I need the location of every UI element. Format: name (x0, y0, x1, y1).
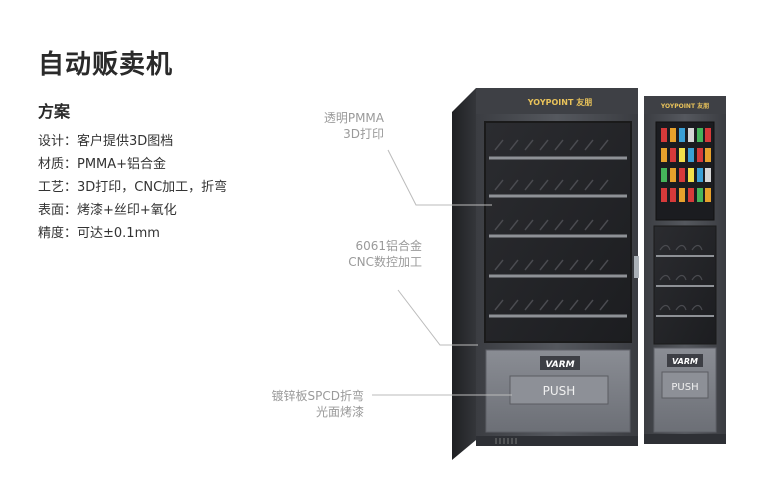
left-shelves (489, 156, 627, 318)
spec-precision: 精度：可达±0.1mm (38, 226, 160, 241)
right-brand-logo: YOYPOINT 友朋 (660, 102, 709, 110)
spec-list: 设计：客户提供3D图档 材质：PMMA+铝合金 工艺：3D打印，CNC加工，折弯… (38, 130, 248, 245)
callout-pmma-line1: 透明PMMA (323, 111, 384, 125)
callout-alu-line1: 6061铝合金 (355, 239, 422, 253)
alu-leader (397, 289, 478, 346)
right-badge: VARM (672, 357, 698, 366)
callout-pmma-line2: 3D打印 (343, 127, 384, 141)
screen-products (661, 128, 711, 202)
pmma-leader (387, 149, 492, 206)
left-push-flap (509, 375, 609, 405)
spec-design: 设计：客户提供3D图档 (38, 134, 174, 149)
scheme-heading: 方案 (38, 102, 71, 121)
left-badge-box (540, 356, 580, 370)
right-badge-box (667, 354, 703, 367)
spec-process: 工艺：3D打印，CNC加工，折弯 (38, 180, 228, 195)
spec-material: 材质：PMMA+铝合金 (38, 157, 167, 172)
callout-steel-line1: 镀锌板SPCD折弯 (271, 389, 364, 403)
callout-pmma: 透明PMMA 3D打印 (292, 110, 384, 142)
callout-steel: 镀锌板SPCD折弯 光面烤漆 (240, 388, 364, 420)
left-brand-logo: YOYPOINT 友朋 (527, 97, 592, 107)
spec-surface: 表面：烤漆+丝印+氧化 (38, 203, 177, 218)
left-badge: VARM (545, 360, 574, 370)
callout-aluminum: 6061铝合金 CNC数控加工 (312, 238, 422, 270)
left-handle (634, 256, 639, 278)
page-title: 自动贩卖机 (38, 50, 174, 80)
callout-alu-line2: CNC数控加工 (348, 255, 422, 269)
left-cabinet-side (452, 88, 476, 460)
left-spirals (494, 139, 609, 311)
right-push-label: PUSH (671, 382, 698, 393)
right-push-flap (661, 371, 709, 399)
left-push-label: PUSH (543, 384, 576, 398)
callout-steel-line2: 光面烤漆 (315, 405, 364, 419)
